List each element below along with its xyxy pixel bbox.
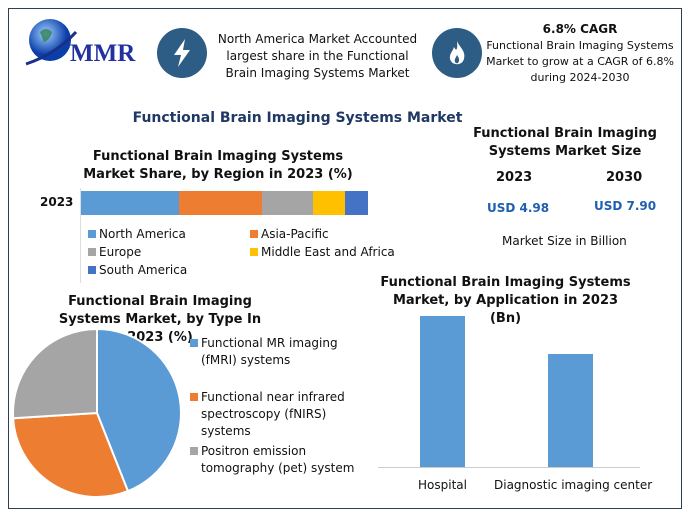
legend-swatch [190, 447, 198, 455]
main-title: Functional Brain Imaging Systems Market [132, 110, 463, 126]
cagr-text: Functional Brain Imaging Systems Market … [486, 39, 674, 84]
bar-hospital [420, 315, 465, 467]
legend-label: Functional MR imaging (fMRI) systems [201, 336, 338, 367]
value-2023: USD 4.98 [487, 201, 550, 215]
application-chart-title: Functional Brain Imaging Systems Market,… [380, 275, 631, 326]
region-category-label: 2023 [40, 195, 74, 209]
legend-label: South America [99, 263, 188, 277]
legend-pet: Positron emission tomography (pet) syste… [190, 443, 355, 477]
globe-icon [25, 19, 78, 66]
bar-diagnostic-imaging-center [548, 353, 593, 467]
legend-swatch [88, 230, 96, 238]
legend-north-america: North America [88, 227, 186, 241]
legend-swatch [190, 393, 198, 401]
legend-south-america: South America [88, 263, 187, 277]
region-chart-title: Functional Brain Imaging Systems Market … [83, 149, 353, 182]
x-label-hospital: Hospital [418, 478, 467, 492]
pie-slice-2 [12, 327, 98, 420]
legend-fmri: Functional MR imaging (fMRI) systems [190, 335, 350, 369]
market-size-note: Market Size in Billion [502, 234, 627, 248]
legend-swatch [88, 266, 96, 274]
year-2030: 2030 [606, 170, 643, 185]
bar-segment-south-america [345, 191, 368, 215]
region-axis [80, 188, 81, 283]
pie-slice-1 [12, 411, 130, 498]
lightning-icon [157, 28, 207, 78]
x-label-diagnostic: Diagnostic imaging center [494, 478, 653, 492]
pie-slice-0 [96, 327, 182, 493]
legend-asia-pacific: Asia-Pacific [250, 227, 329, 241]
logo-text: MMR [70, 40, 136, 67]
type-chart-title: Functional Brain Imaging Systems Market,… [58, 294, 262, 345]
legend-label: Asia-Pacific [261, 227, 329, 241]
legend-swatch [250, 248, 258, 256]
cagr-info: 6.8% CAGR Functional Brain Imaging Syste… [485, 20, 675, 86]
legend-label: Europe [99, 245, 142, 259]
legend-fnirs: Functional near infrared spectroscopy (f… [190, 389, 350, 440]
legend-middle-east-africa: Middle East and Africa [250, 245, 395, 259]
legend-swatch [250, 230, 258, 238]
legend-swatch [190, 339, 198, 347]
north-america-info: North America Market Accounted largest s… [217, 32, 418, 80]
market-size-title: Functional Brain Imaging Systems Market … [473, 126, 657, 159]
region-stacked-bar [81, 191, 368, 215]
application-baseline [378, 467, 640, 468]
year-2023: 2023 [496, 170, 533, 185]
legend-swatch [88, 248, 96, 256]
value-2030: USD 7.90 [594, 199, 657, 213]
flame-icon [432, 28, 482, 78]
bar-segment-europe [261, 191, 314, 215]
infographic-frame [8, 8, 682, 509]
bar-segment-asia-pacific [178, 191, 262, 215]
legend-label: North America [99, 227, 186, 241]
legend-europe: Europe [88, 245, 141, 259]
bar-segment-north-america [81, 191, 179, 215]
cagr-title: 6.8% CAGR [542, 22, 618, 36]
legend-label: Positron emission tomography (pet) syste… [201, 444, 355, 475]
bar-segment-middle-east-and-africa [313, 191, 346, 215]
legend-label: Functional near infrared spectroscopy (f… [201, 390, 345, 438]
mmr-logo: MMR [22, 14, 142, 74]
legend-label: Middle East and Africa [261, 245, 395, 259]
type-pie-chart [12, 327, 182, 498]
